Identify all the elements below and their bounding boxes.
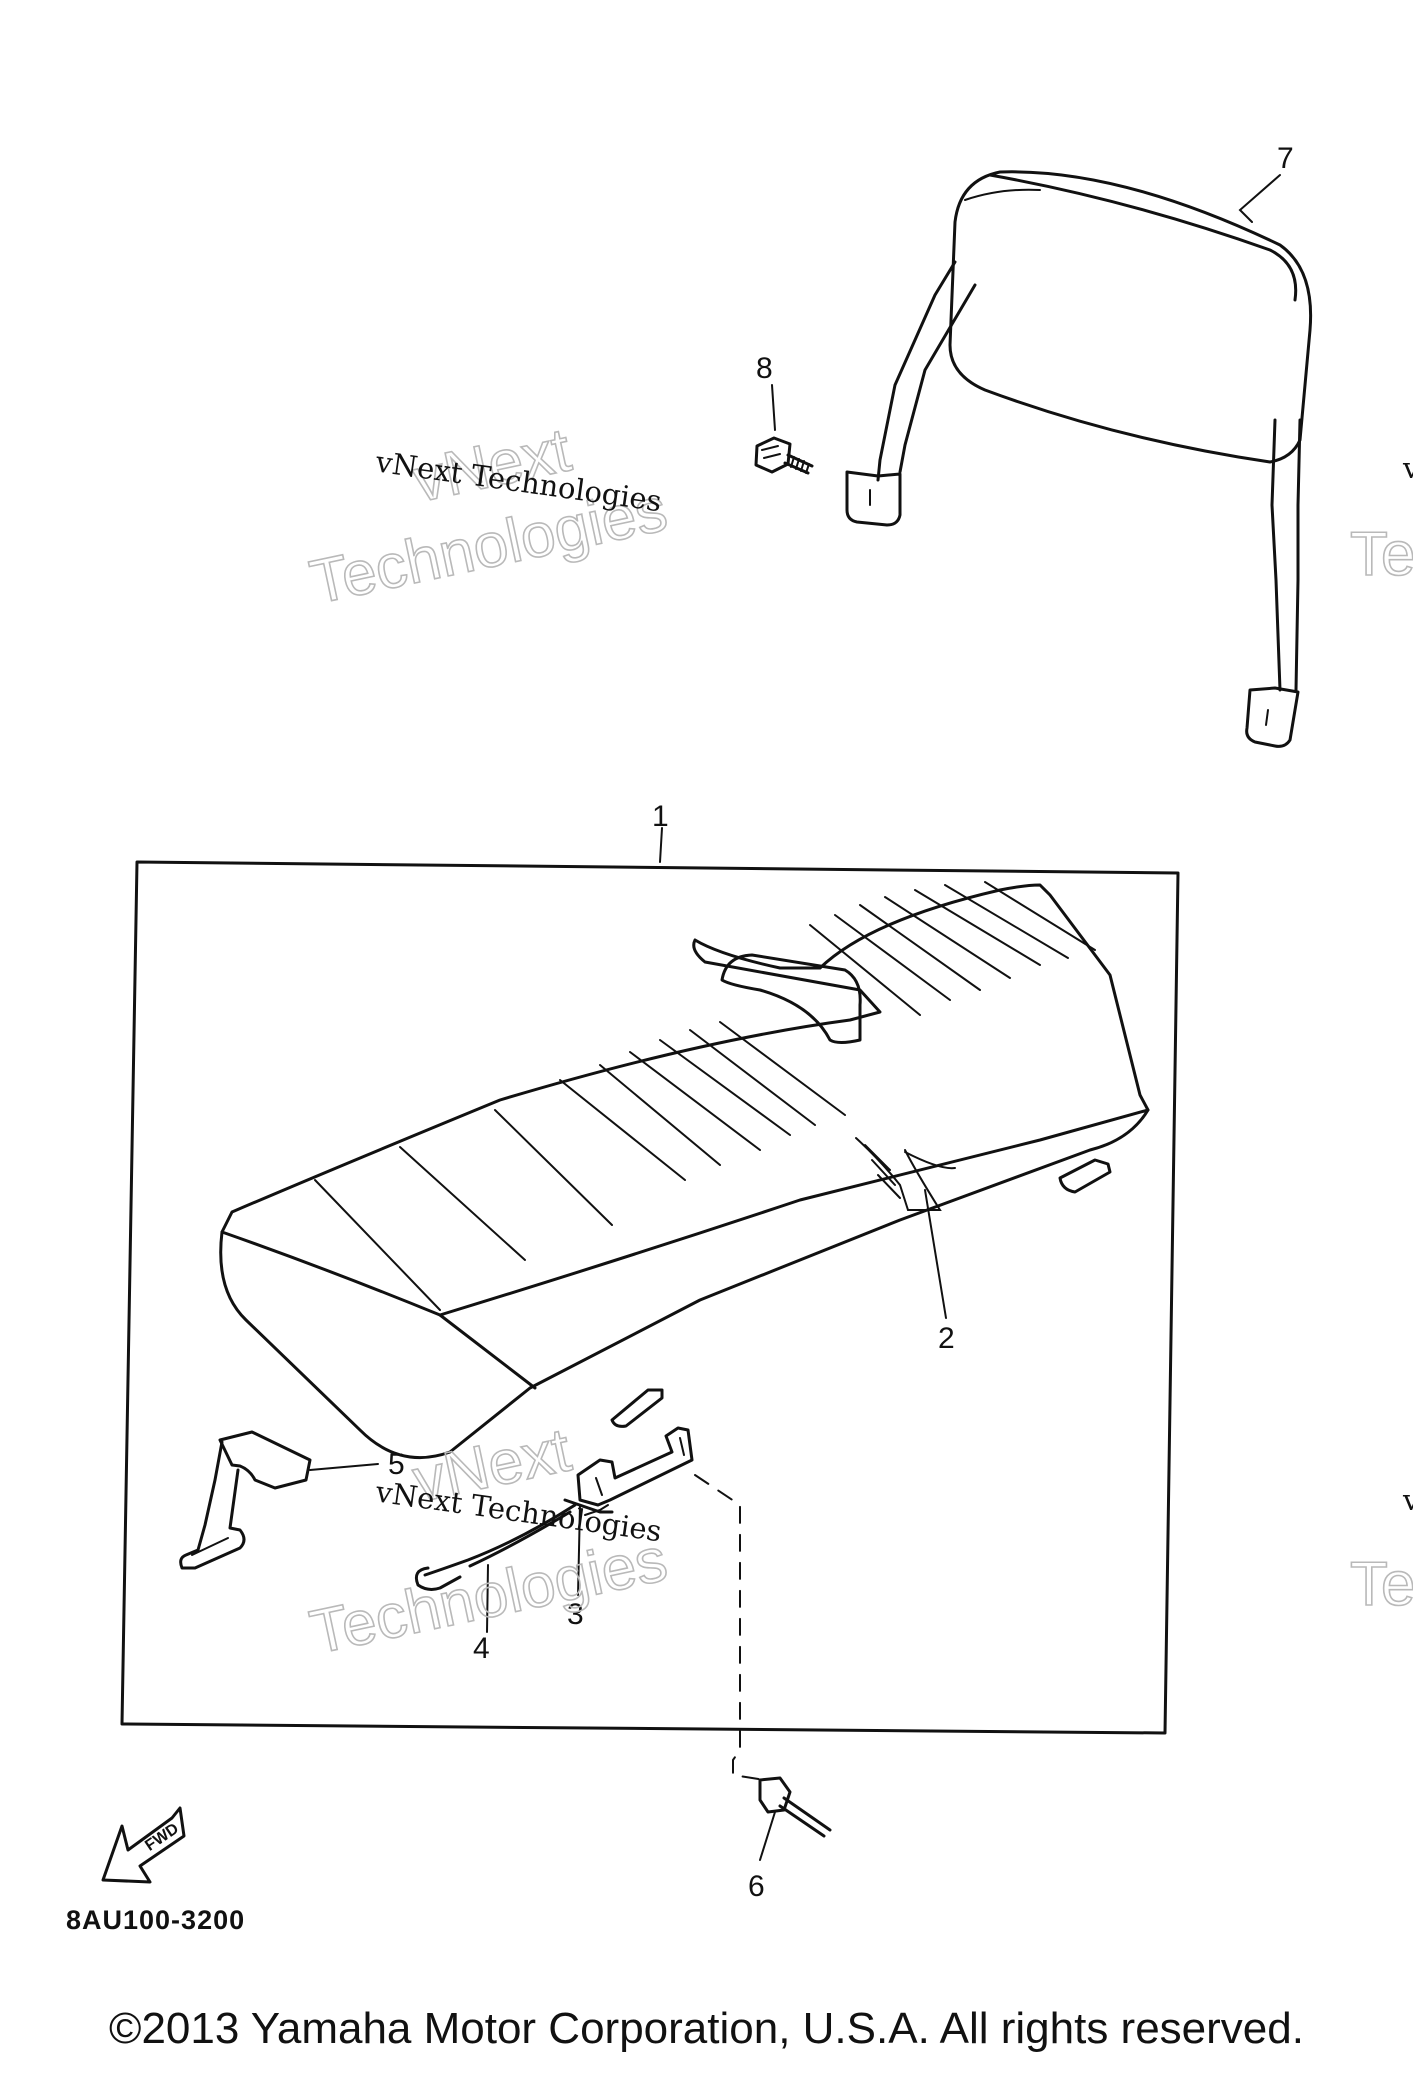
- callout-1: 1: [652, 800, 669, 833]
- callout-2: 2: [938, 1322, 955, 1355]
- watermark-edge: v Te v Te: [1349, 451, 1413, 1620]
- callout-5: 5: [388, 1448, 405, 1481]
- copyright-notice: ©2013 Yamaha Motor Corporation, U.S.A. A…: [109, 2004, 1304, 2053]
- callout-8: 8: [756, 352, 773, 385]
- rivet-dashed-leader: [694, 1474, 766, 1781]
- callout-leaders: [309, 174, 1281, 1861]
- bolt-part: [754, 436, 814, 475]
- callout-4: 4: [473, 1632, 490, 1665]
- part-code: 8AU100-3200: [66, 1905, 246, 1935]
- rivet-part: [758, 1776, 832, 1838]
- watermark-edge-small-mid: v: [1402, 1483, 1413, 1517]
- seat-assembly-frame: [120, 860, 1180, 1735]
- watermark-edge-big-mid: Te: [1350, 1550, 1413, 1619]
- watermark-edge-big-top: Te: [1350, 520, 1413, 589]
- hinge-part: [563, 1426, 694, 1516]
- fwd-arrow-icon: FWD: [101, 1806, 186, 1884]
- watermark-mid: vNext Technologies vNext Technologies: [304, 1415, 674, 1669]
- backrest-part: [845, 170, 1313, 748]
- latch-plate-part: [179, 1430, 312, 1570]
- callout-7: 7: [1277, 142, 1294, 175]
- watermark-edge-small-top: v: [1402, 451, 1413, 485]
- watermark-top: vNext Technologies vNext Technologies: [304, 415, 674, 619]
- callout-6: 6: [748, 1870, 765, 1903]
- cable-part: [414, 1503, 577, 1591]
- callout-3: 3: [567, 1598, 584, 1631]
- seat-part: [219, 881, 1150, 1460]
